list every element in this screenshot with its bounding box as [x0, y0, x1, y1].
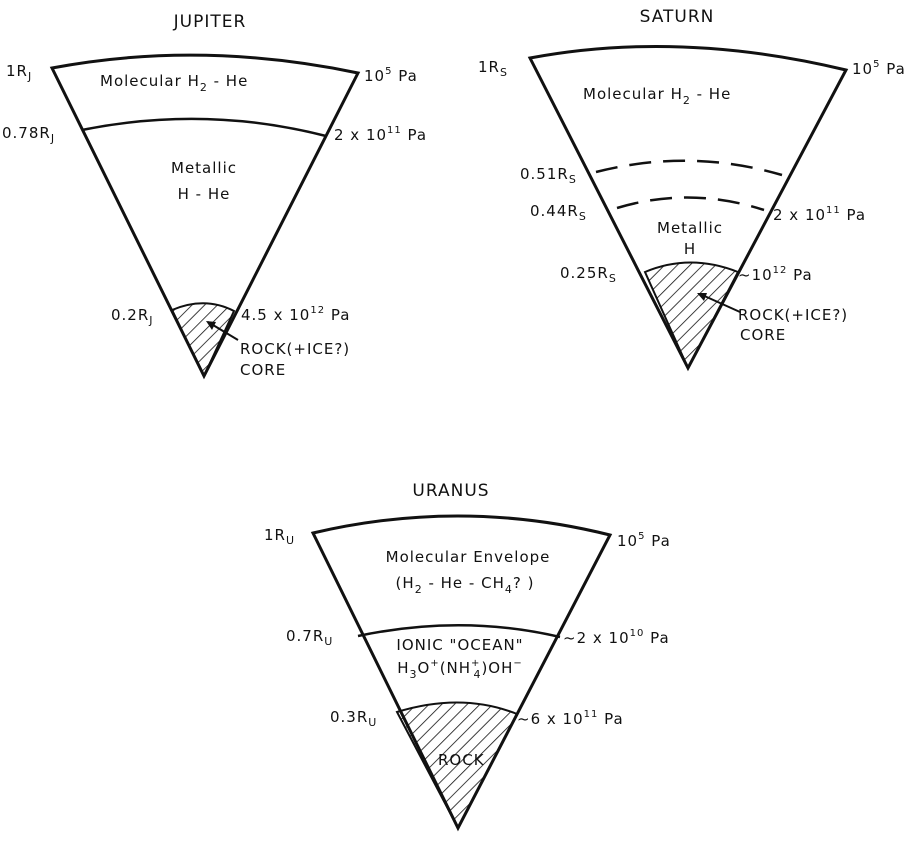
saturn-metallic-composition: H — [684, 240, 696, 258]
saturn-boundary-0.51 — [595, 159, 783, 177]
saturn-pressure-0.44: 2 x 1011 Pa — [773, 205, 866, 224]
uranus-radius-0.7: 0.7RU — [286, 627, 333, 648]
saturn-radius-outer: 1RS — [478, 58, 508, 79]
jupiter-title: JUPITER — [173, 12, 247, 32]
jupiter-radius-transition: 0.78RJ — [2, 124, 55, 145]
jupiter-core-label: ROCK(+ICE?) — [240, 340, 350, 358]
saturn-core-arrow — [699, 293, 741, 313]
jupiter-pressure-core: 4.5 x 1012 Pa — [241, 305, 350, 324]
saturn-core-arrowhead — [697, 293, 707, 301]
saturn-metallic-label: Metallic — [657, 219, 723, 237]
jupiter-wedge: JUPITER Molecular H2 - He Metallic H - H… — [2, 12, 427, 380]
saturn-wedge: SATURN Molecular H2 - He Metallic H 1RS … — [478, 7, 906, 372]
jupiter-boundary-0.78 — [81, 117, 327, 138]
jupiter-pressure-outer: 105 Pa — [364, 66, 418, 85]
uranus-wedge: URANUS Molecular Envelope (H2 - He - CH4… — [264, 481, 671, 832]
jupiter-pressure-transition: 2 x 1011 Pa — [334, 125, 427, 144]
saturn-core-label: ROCK(+ICE?) — [738, 306, 848, 324]
saturn-title: SATURN — [640, 7, 715, 27]
jupiter-core-label-2: CORE — [240, 361, 286, 379]
uranus-pressure-outer: 105 Pa — [617, 531, 671, 550]
uranus-radius-outer: 1RU — [264, 526, 295, 547]
saturn-radius-core: 0.25RS — [560, 264, 617, 285]
uranus-title: URANUS — [412, 481, 489, 501]
jupiter-radius-core: 0.2RJ — [111, 306, 154, 327]
jupiter-outline — [49, 53, 361, 380]
saturn-core — [643, 261, 740, 371]
jupiter-core-arrowhead — [206, 321, 216, 330]
uranus-boundary-0.7 — [357, 624, 561, 639]
saturn-pressure-outer: 105 Pa — [852, 59, 906, 78]
saturn-boundary-0.44 — [616, 196, 765, 212]
jupiter-molecular-label: Molecular H2 - He — [100, 72, 248, 94]
saturn-molecular-label: Molecular H2 - He — [583, 85, 731, 107]
saturn-radius-0.44: 0.44RS — [530, 202, 587, 223]
uranus-pressure-0.7: ~2 x 1010 Pa — [563, 628, 670, 647]
jupiter-radius-outer: 1RJ — [6, 62, 32, 83]
jupiter-core — [170, 302, 236, 379]
jupiter-metallic-label: Metallic — [171, 159, 237, 177]
uranus-envelope-label: Molecular Envelope — [386, 548, 551, 566]
uranus-outline — [310, 514, 613, 832]
uranus-core-label: ROCK — [438, 751, 485, 769]
uranus-ocean-composition: H3O+(NH+4)OH− — [397, 658, 523, 681]
uranus-ocean-label: IONIC "OCEAN" — [396, 636, 523, 654]
saturn-core-label-2: CORE — [740, 326, 786, 344]
uranus-radius-core: 0.3RU — [330, 708, 377, 729]
saturn-outline — [527, 45, 849, 372]
saturn-pressure-core: ~1012 Pa — [738, 265, 813, 284]
uranus-envelope-composition: (H2 - He - CH4? ) — [396, 574, 535, 596]
saturn-radius-0.51: 0.51RS — [520, 165, 577, 186]
jupiter-metallic-composition: H - He — [178, 185, 231, 203]
uranus-pressure-core: ~6 x 1011 Pa — [517, 709, 624, 728]
